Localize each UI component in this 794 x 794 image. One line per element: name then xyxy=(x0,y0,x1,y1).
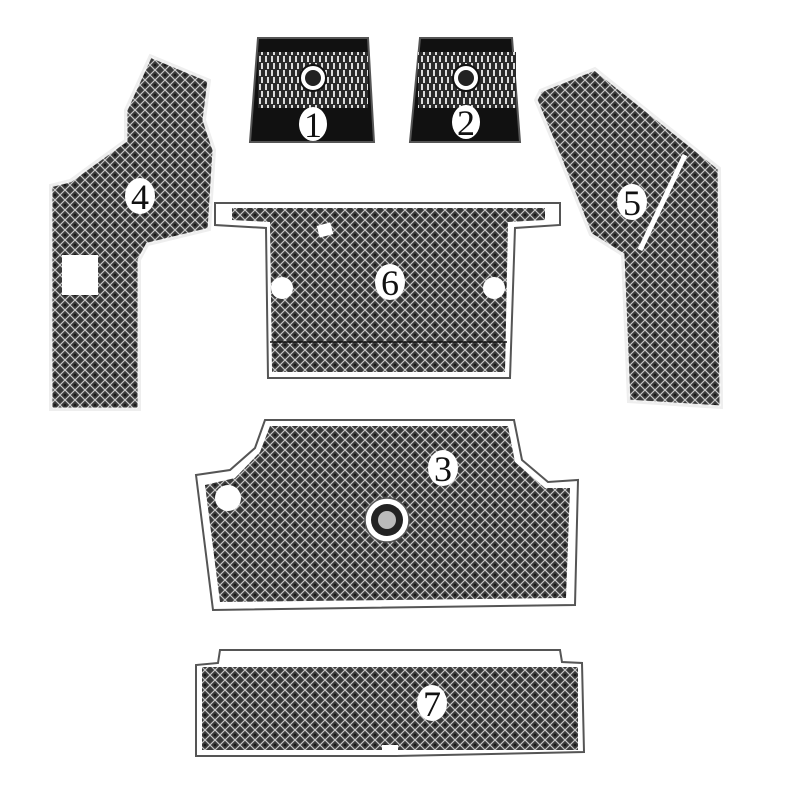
mat-piece-6: 6 xyxy=(214,202,561,379)
mat-piece-4: 4 xyxy=(47,51,218,413)
mat-piece-5: 5 xyxy=(532,65,725,411)
piece-5-label: 5 xyxy=(623,183,641,223)
mat-piece-1: 1 xyxy=(248,37,376,145)
mat-piece-7: 7 xyxy=(195,649,586,757)
mat-piece-2: 2 xyxy=(408,37,522,143)
piece-3-label: 3 xyxy=(434,449,452,489)
piece-4-label: 4 xyxy=(131,177,149,217)
piece-1-label: 1 xyxy=(304,105,322,145)
emblem-logo-icon xyxy=(452,64,480,92)
piece-2-label: 2 xyxy=(457,103,475,143)
piece-7-label: 7 xyxy=(423,684,441,724)
mat-piece-3: 3 xyxy=(194,419,580,612)
emblem-logo-icon xyxy=(364,497,410,543)
emblem-logo-icon xyxy=(299,64,327,92)
piece-6-label: 6 xyxy=(381,263,399,303)
